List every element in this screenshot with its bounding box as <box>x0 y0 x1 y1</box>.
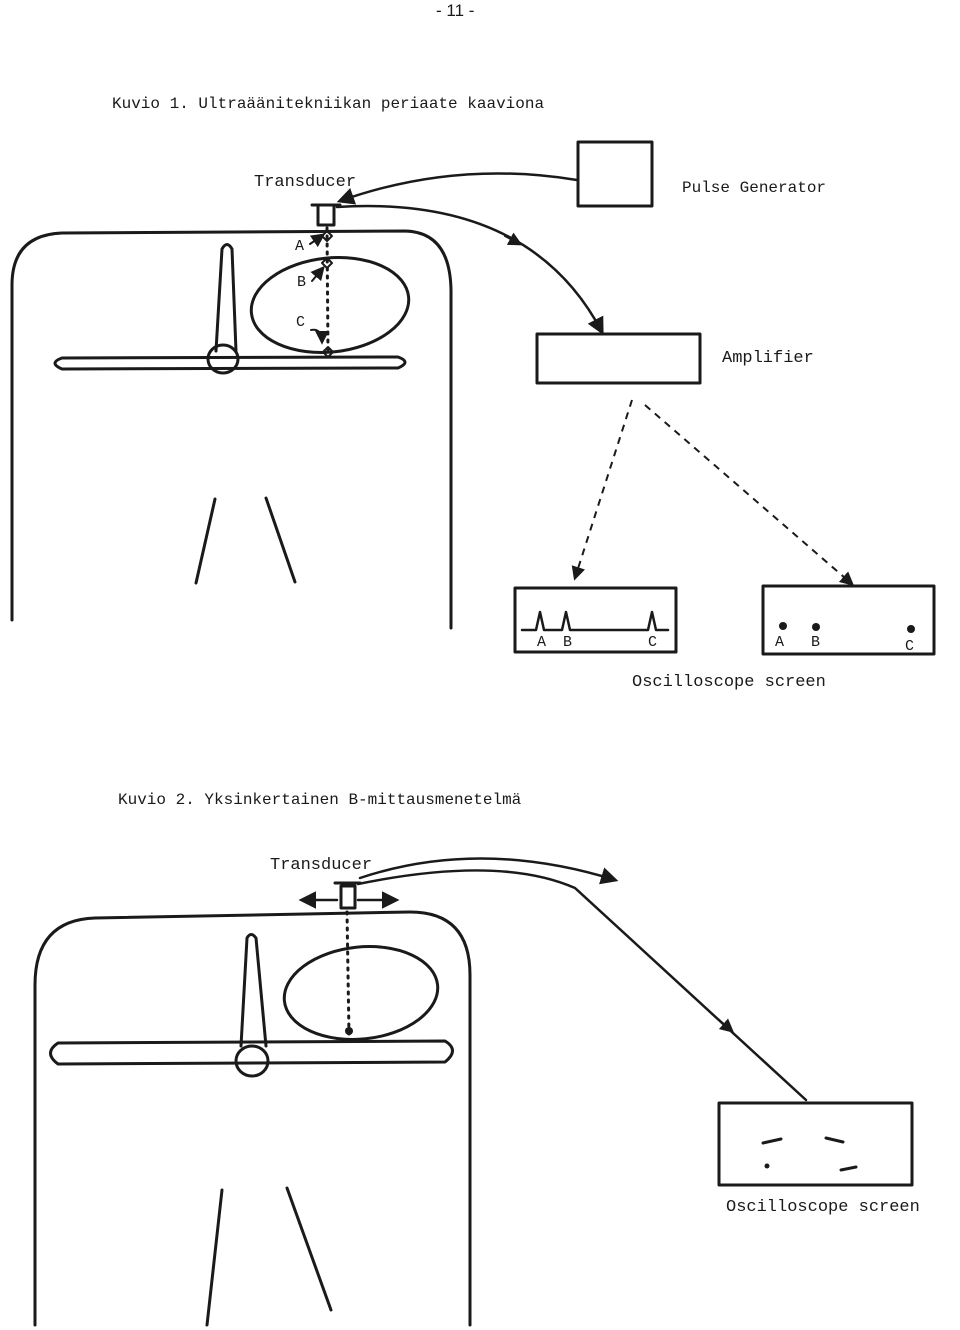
amplifier-label: Amplifier <box>722 349 814 368</box>
echo-pointer-a <box>309 233 326 248</box>
ultrasound-beam-2 <box>345 910 351 1037</box>
transducer-label-1: Transducer <box>254 173 356 192</box>
horizontal-bar-2 <box>49 1039 454 1066</box>
echo-point-b <box>321 257 333 269</box>
organ-ellipse-2 <box>282 945 440 1041</box>
leg-left-1 <box>194 497 217 585</box>
b-scan-mark-3 <box>764 1163 770 1169</box>
joint-circle-2 <box>234 1044 270 1078</box>
echo-pointer-b <box>310 265 325 282</box>
echo-point-c <box>322 346 334 358</box>
b-mode-label-c: C <box>905 638 914 655</box>
a-mode-screen <box>513 586 678 654</box>
echo-dot-2 <box>345 1027 353 1035</box>
signal-to-b-mode <box>644 404 855 586</box>
vertical-bar-2 <box>239 933 268 1048</box>
a-mode-label-c: C <box>648 634 657 651</box>
b-mode-screen <box>761 584 936 656</box>
figure-2: Kuvio 2. Yksinkertainen B-mittausmenetel… <box>33 791 920 1327</box>
b-mode-dot-a <box>779 622 787 630</box>
figure-2-caption: Kuvio 2. Yksinkertainen B-mittausmenetel… <box>118 791 522 809</box>
b-mode-label-a: A <box>775 634 784 651</box>
transducer-1-icon <box>316 203 336 227</box>
echo-label-b: B <box>297 274 306 291</box>
cable-2-upper <box>358 857 619 885</box>
leg-right-1 <box>264 496 297 584</box>
joint-circle-1 <box>206 343 240 375</box>
b-scan-mark-4 <box>839 1165 858 1172</box>
organ-ellipse-1 <box>249 256 411 354</box>
transducer-2-icon <box>339 884 357 910</box>
leg-right-2 <box>285 1186 333 1312</box>
body-outline-1 <box>10 229 453 630</box>
figure-1-caption: Kuvio 1. Ultraäänitekniikan periaate kaa… <box>112 95 544 113</box>
cable-2-arrow <box>711 1013 735 1033</box>
body-outline-2 <box>33 910 472 1327</box>
vertical-bar-1 <box>214 243 238 353</box>
pulse-generator-label: Pulse Generator <box>682 179 826 197</box>
b-scan-mark-2 <box>824 1136 845 1144</box>
cable-transducer-to-amplifier <box>335 204 604 336</box>
oscilloscope-label-1: Oscilloscope screen <box>632 673 826 692</box>
b-scan-mark-1 <box>761 1137 783 1145</box>
page-number: - 11 - <box>436 1 474 20</box>
a-mode-label-a: A <box>537 634 546 651</box>
cable-2-main <box>356 869 808 1102</box>
echo-label-a: A <box>295 238 304 255</box>
a-mode-trace <box>520 610 670 632</box>
b-mode-dot-b <box>812 623 820 631</box>
figure-1: Kuvio 1. Ultraäänitekniikan periaate kaa… <box>10 95 936 692</box>
b-scan-screen <box>717 1101 914 1187</box>
transducer-label-2: Transducer <box>270 856 372 875</box>
amplifier-box <box>535 332 702 385</box>
a-mode-label-b: B <box>563 634 572 651</box>
echo-pointer-c <box>310 328 329 345</box>
oscilloscope-label-2: Oscilloscope screen <box>726 1198 920 1217</box>
signal-to-a-mode <box>571 399 633 581</box>
cable-arrow-mid <box>504 232 523 246</box>
horizontal-bar-1 <box>53 355 407 371</box>
b-mode-label-b: B <box>811 634 820 651</box>
leg-left-2 <box>205 1188 224 1327</box>
echo-label-c: C <box>296 314 305 331</box>
ultrasound-beam-1 <box>325 226 330 354</box>
cable-generator-to-transducer <box>336 172 579 205</box>
b-mode-dot-c <box>907 625 915 633</box>
pulse-generator-box <box>576 140 654 208</box>
